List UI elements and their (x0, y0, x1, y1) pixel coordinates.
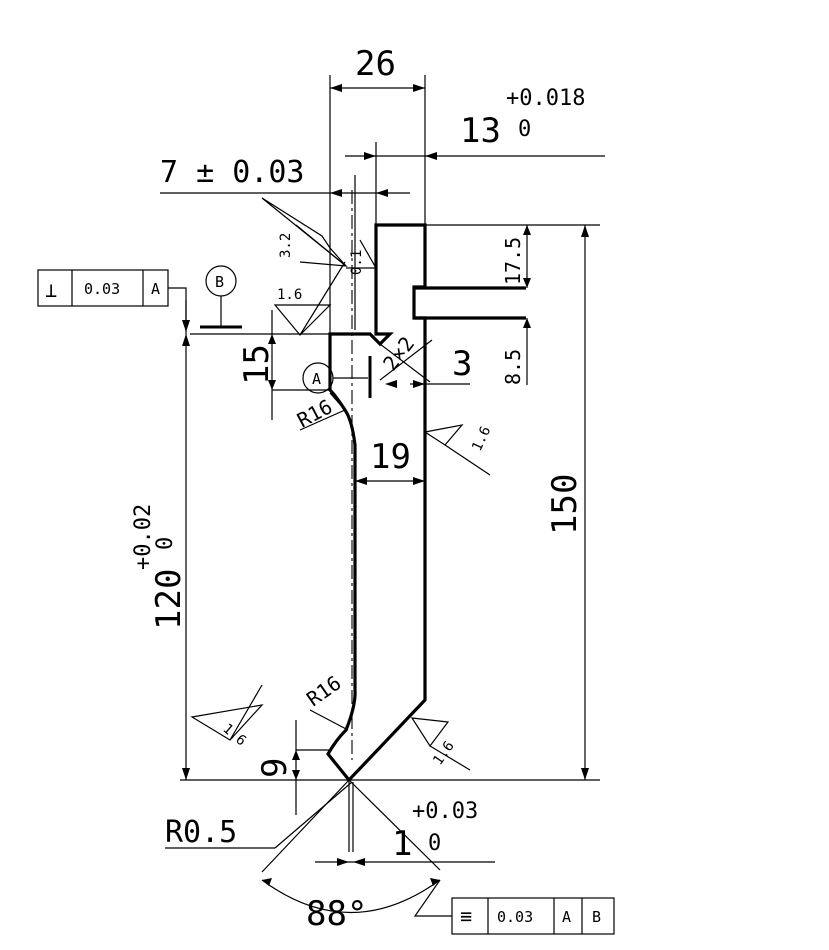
dim-height-main-tol-upper: +0.02 (131, 504, 156, 570)
roughness-r2: 1.6 (277, 287, 302, 303)
symmetry-value: 0.03 (497, 908, 533, 926)
roughness-r1: 3.2 (278, 233, 294, 258)
dim-chamfer: 3 (452, 344, 472, 384)
perpendicularity-datum: A (151, 280, 160, 298)
frame-symmetry: ≡ 0.03 A B (413, 879, 615, 935)
dim-slot-height: 8.5 (501, 349, 525, 385)
dim-offset: 7 ± 0.03 (160, 155, 305, 190)
datum-a: A (302, 356, 372, 398)
dim-tip-angle: 88° (306, 894, 367, 934)
dim-fillet-lower: R16 (302, 671, 345, 711)
dimension-texts: 26 13 +0.018 0 7 ± 0.03 17.5 8.5 15 3 2×… (131, 44, 585, 934)
dim-tip-width-tol-lower: 0 (428, 831, 441, 856)
dim-tip-radius: R0.5 (165, 815, 237, 850)
perpendicularity-value: 0.03 (84, 280, 120, 298)
roughness-r4: 1.6 (219, 721, 249, 750)
dim-shoulder: 15 (237, 344, 277, 385)
perpendicularity-symbol: ⊥ (45, 278, 57, 302)
dimension-lines (160, 75, 605, 913)
symmetry-datum-b: B (592, 908, 601, 926)
dim-slot-width-tol-upper: +0.018 (506, 86, 585, 111)
frame-perpendicularity: ⊥ 0.03 A (37, 269, 190, 332)
datum-b: B (200, 265, 242, 329)
dim-slot-width: 13 (460, 111, 501, 151)
datum-a-label: A (312, 370, 321, 388)
symmetry-symbol: ≡ (460, 904, 472, 928)
dim-height-main-tol-lower: 0 (153, 537, 178, 550)
dim-width-total: 26 (355, 44, 396, 84)
dim-slot-width-tol-lower: 0 (518, 117, 531, 142)
datum-b-label: B (215, 273, 224, 291)
roughness-r5: 1.6 (430, 738, 458, 768)
dim-overall-height: 150 (545, 474, 585, 535)
dim-web-width: 19 (370, 437, 411, 477)
dim-fillet-upper: R16 (293, 394, 336, 432)
roughness-r3: 1.6 (469, 424, 494, 454)
roughness-symbols (190, 197, 491, 771)
symmetry-datum-a: A (562, 908, 571, 926)
roughness-face: 0.1 (349, 250, 365, 275)
dim-tip-height: 9 (255, 758, 295, 778)
part-outline (326, 223, 526, 852)
dim-height-main: 120 (149, 569, 189, 630)
dim-tip-width-tol-upper: +0.03 (412, 799, 478, 824)
dim-slot-top: 17.5 (501, 237, 525, 285)
dim-tip-width: 1 (392, 824, 412, 864)
